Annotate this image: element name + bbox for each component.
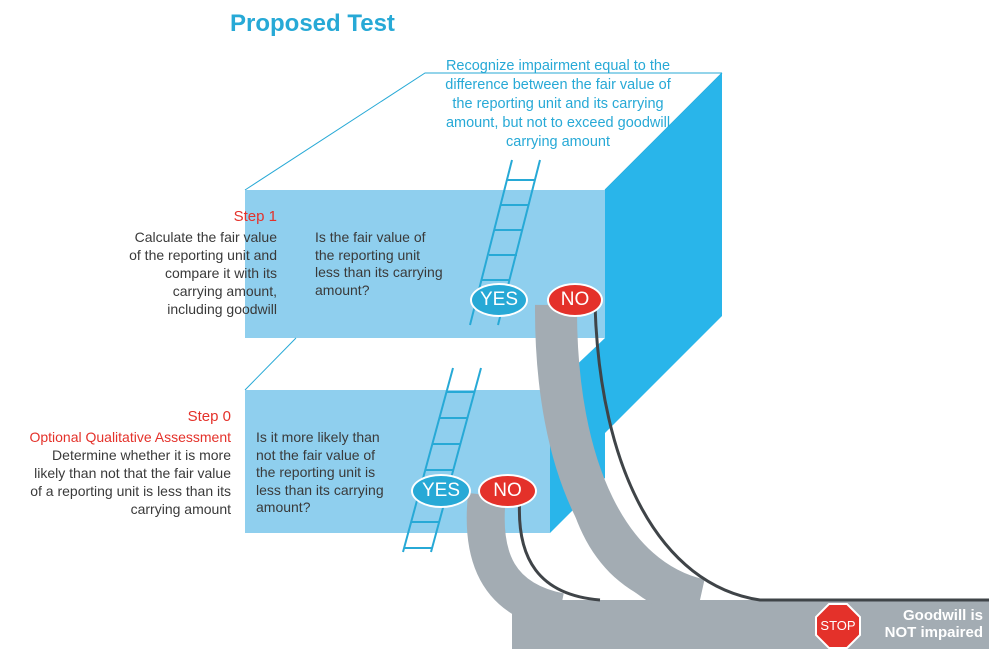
step0-yes-badge: YES — [411, 474, 471, 508]
step0-heading: Step 0 — [187, 408, 231, 425]
step0-question-line: amount? — [256, 499, 311, 515]
step1-desc-line: Calculate the fair value — [134, 229, 277, 245]
step1-desc-line: including goodwill — [167, 301, 277, 317]
step1-question-line: amount? — [315, 281, 370, 298]
result-line: carrying amount — [506, 134, 610, 150]
result-line: difference between the fair value of — [445, 77, 671, 93]
step1-description: Calculate the fair value of the reportin… — [129, 228, 277, 318]
no-pipes — [466, 304, 989, 649]
stop-sign — [815, 603, 861, 649]
step0-question-line: not the fair value of — [256, 446, 376, 463]
step1-question-line: Is the fair value of — [315, 229, 426, 245]
step0-description: Determine whether it is more likely than… — [30, 446, 231, 518]
step0-desc-line: likely than not that the fair value — [34, 465, 231, 481]
step1-question-line: the reporting unit — [315, 246, 421, 263]
result-line: Recognize impairment equal to the — [445, 58, 671, 74]
goodwill-line: Goodwill is — [902, 607, 983, 624]
diagram-title: Proposed Test — [230, 10, 395, 37]
result-text: Recognize impairment equal to the differ… — [388, 57, 728, 152]
step0-desc-line: of a reporting unit is less than its — [30, 483, 231, 499]
step0-question-line: less than its carrying — [256, 481, 384, 498]
lower-ladder — [402, 367, 482, 553]
step1-heading: Step 1 — [233, 208, 277, 225]
step0-question: Is it more likely than not the fair valu… — [256, 429, 384, 517]
step0-question-line: Is it more likely than — [256, 429, 380, 445]
result-line: the reporting unit and its carrying — [452, 96, 664, 112]
step0-desc-line: carrying amount — [130, 501, 231, 517]
goodwill-result: Goodwill is NOT impaired — [885, 607, 983, 641]
step1-question-line: less than its carrying — [315, 264, 443, 280]
result-line: amount, but not to exceed goodwill — [445, 115, 671, 131]
step1-question: Is the fair value of the reporting unit … — [315, 229, 443, 299]
step1-desc-line: compare it with its — [164, 265, 277, 281]
step1-yes-badge: YES — [470, 283, 528, 317]
goodwill-line: NOT impaired — [884, 624, 983, 641]
stop-label: STOP — [820, 618, 856, 633]
step0-no-badge: NO — [478, 474, 537, 508]
step0-question-line: the reporting unit is — [256, 464, 376, 480]
step0-subheading: Optional Qualitative Assessment — [29, 429, 231, 445]
step0-desc-line: Determine whether it is more — [52, 447, 231, 463]
step1-no-badge: NO — [547, 283, 603, 317]
step1-desc-line: of the reporting unit and — [129, 247, 277, 263]
step1-desc-line: carrying amount, — [172, 283, 277, 299]
